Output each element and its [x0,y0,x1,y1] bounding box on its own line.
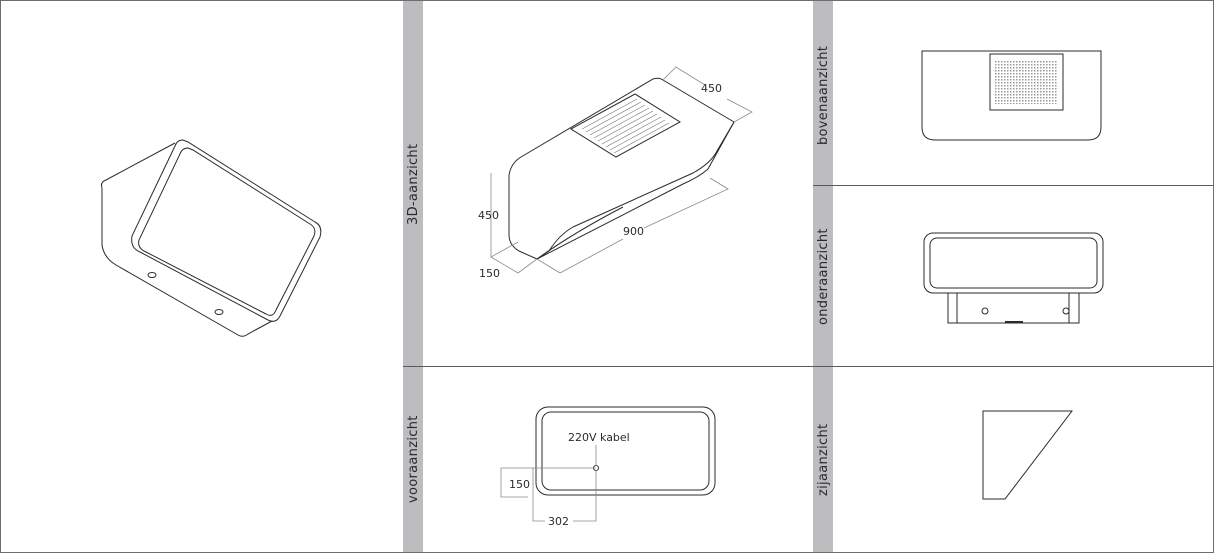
svg-text:450: 450 [701,82,722,95]
side-view-drawing [982,410,1074,500]
3d-view-drawing: 450 450 150 900 [478,66,753,280]
label-top-view: bovenaanzicht [816,45,831,145]
svg-text:220V kabel: 220V kabel [568,431,630,444]
label-strip-right [813,1,833,552]
svg-text:900: 900 [623,225,644,238]
label-front-view: vooraanzicht [406,415,421,503]
svg-text:450: 450 [478,209,499,222]
label-side-view: zijaanzicht [816,423,831,496]
perspective-drawing [101,139,322,337]
svg-text:150: 150 [509,478,530,491]
top-view-drawing [921,50,1102,141]
divider-right-top [813,185,1213,186]
label-3d-view: 3D-aanzicht [406,143,421,225]
divider-middle [403,366,813,367]
svg-text:302: 302 [548,515,569,528]
bottom-view-drawing [923,232,1104,324]
front-view-drawing: 220V kabel 150 302 [500,406,716,528]
svg-text:150: 150 [479,267,500,280]
label-bottom-view: onderaanzicht [816,228,831,325]
label-strip-middle [403,1,423,552]
divider-right-bottom [813,366,1213,367]
